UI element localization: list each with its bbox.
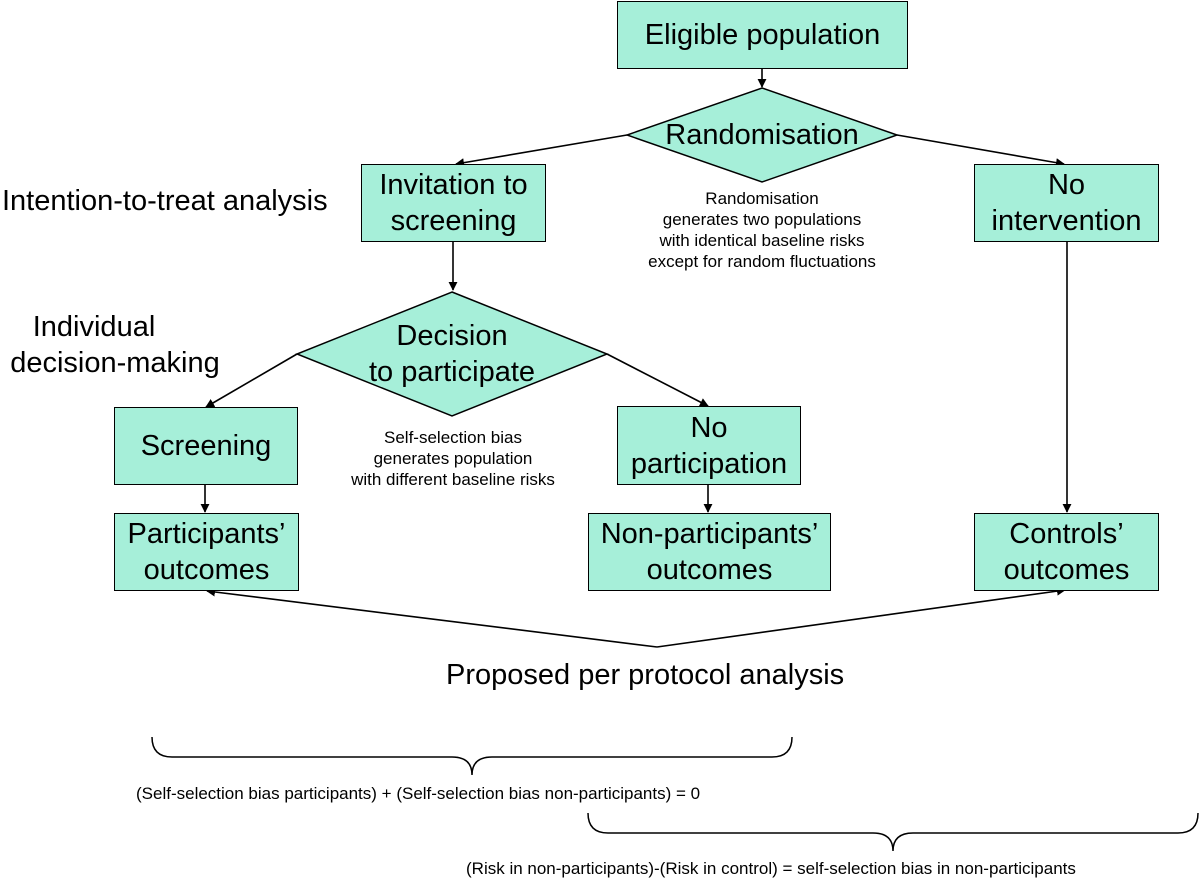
randomisation-note-line-2: generates two populations bbox=[662, 210, 862, 229]
no-intervention-line-1: No bbox=[1047, 169, 1086, 201]
non-participants-outcomes-line-2: outcomes bbox=[646, 554, 773, 586]
brace-first bbox=[151, 736, 793, 776]
screening-text: Screening bbox=[140, 430, 272, 462]
randomisation-note-line-1: Randomisation bbox=[705, 189, 819, 208]
decision-diamond bbox=[294, 291, 610, 417]
arrow-decision-to-no-participation bbox=[606, 353, 709, 407]
no-participation-line-1: No bbox=[690, 411, 728, 444]
invitation-box: Invitation to screening bbox=[361, 164, 546, 242]
no-intervention-line-2: intervention bbox=[991, 205, 1142, 237]
screening-box: Screening bbox=[114, 407, 298, 485]
non-participants-outcomes-box: Non-participants’ outcomes bbox=[588, 513, 831, 591]
invitation-line-1: Invitation to bbox=[379, 169, 528, 201]
no-participation-box: No participation bbox=[617, 406, 801, 485]
no-participation-line-2: participation bbox=[630, 447, 788, 480]
arrow-randomisation-to-no-intervention bbox=[896, 134, 1065, 168]
self-selection-note: Self-selection bias generates population… bbox=[318, 427, 588, 490]
decision-line-2: to participate bbox=[368, 356, 536, 388]
randomisation-text: Randomisation bbox=[665, 119, 859, 151]
randomisation-note-line-3: with identical baseline risks bbox=[659, 231, 865, 250]
randomisation-label: Randomisation bbox=[637, 117, 887, 153]
controls-outcomes-line-2: outcomes bbox=[1003, 554, 1130, 586]
invitation-line-2: screening bbox=[390, 205, 517, 237]
arrow-protocol-to-controls bbox=[656, 586, 1066, 648]
formula-first: (Self-selection bias participants) + (Se… bbox=[136, 784, 701, 803]
eligible-population-box: Eligible population bbox=[617, 1, 908, 69]
individual-line-1: Individual bbox=[32, 311, 156, 343]
individual-line-2: decision-making bbox=[10, 347, 220, 379]
controls-outcomes-line-1: Controls’ bbox=[1009, 518, 1124, 550]
randomisation-diamond bbox=[624, 87, 900, 183]
arrow-randomisation-to-invitation bbox=[455, 134, 628, 168]
non-participants-outcomes-line-1: Non-participants’ bbox=[600, 518, 819, 550]
self-selection-note-line-1: Self-selection bias bbox=[384, 428, 522, 447]
itt-label: Intention-to-treat analysis bbox=[2, 185, 328, 217]
no-intervention-box: No intervention bbox=[974, 164, 1159, 242]
participants-outcomes-line-1: Participants’ bbox=[127, 518, 286, 550]
brace-second bbox=[587, 812, 1199, 852]
decision-line-1: Decision bbox=[396, 320, 508, 352]
participants-outcomes-box: Participants’ outcomes bbox=[114, 513, 299, 591]
participants-outcomes-line-2: outcomes bbox=[143, 554, 270, 586]
individual-decision-label: Individual decision-making bbox=[0, 309, 230, 381]
self-selection-note-line-2: generates population bbox=[373, 449, 533, 468]
decision-label: Decision to participate bbox=[347, 318, 557, 390]
per-protocol-label: Proposed per protocol analysis bbox=[446, 659, 845, 691]
formula-second: (Risk in non-participants)-(Risk in cont… bbox=[466, 859, 1076, 878]
eligible-population-text: Eligible population bbox=[644, 19, 881, 51]
randomisation-note: Randomisation generates two populations … bbox=[622, 188, 902, 272]
controls-outcomes-box: Controls’ outcomes bbox=[974, 513, 1159, 591]
arrow-protocol-to-participants bbox=[206, 587, 658, 648]
randomisation-note-line-4: except for random fluctuations bbox=[648, 252, 876, 271]
self-selection-note-line-3: with different baseline risks bbox=[351, 470, 555, 489]
arrow-decision-to-screening bbox=[205, 353, 298, 408]
